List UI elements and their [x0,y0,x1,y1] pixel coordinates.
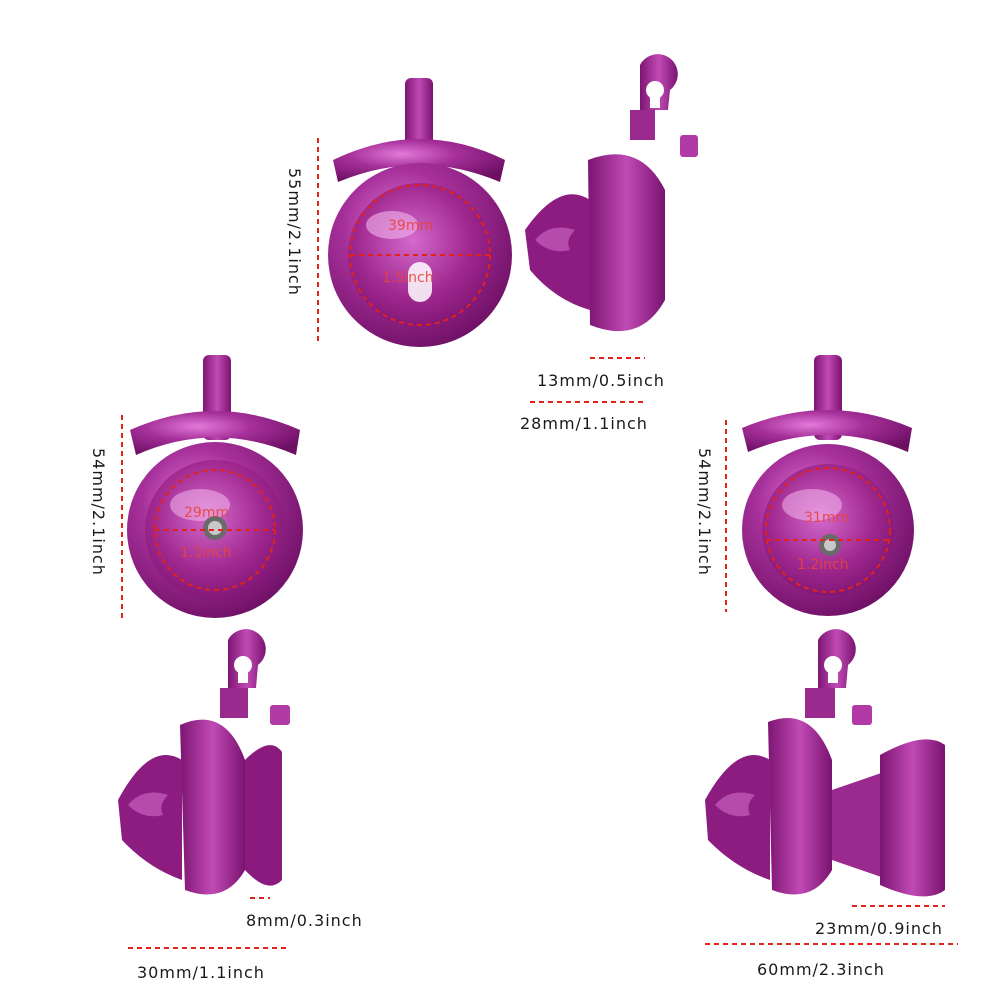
large-front-view [725,355,914,616]
large-front-inner-mm-label: 31mm [804,510,850,526]
medium-front-view [121,355,303,620]
large-front-height-label: 54mm/2.1inch [695,448,714,576]
large-side-depth-b-label: 60mm/2.3inch [757,960,885,979]
medium-side-view [118,629,290,895]
small-front-view [317,78,512,347]
medium-front-inner-mm-label: 29mm [184,505,230,521]
large-front-inner-inch-label: 1.2inch [797,557,849,573]
medium-front-height-label: 54mm/2.1inch [89,448,108,576]
medium-side-depth-b-label: 30mm/1.1inch [137,963,265,982]
small-side-depth-b-label: 28mm/1.1inch [520,414,648,433]
small-front-inner-inch-label: 1.5inch [382,270,434,286]
medium-side-depth-a-label: 8mm/0.3inch [246,911,363,930]
large-side-depth-a-label: 23mm/0.9inch [815,919,943,938]
small-front-inner-mm-label: 39mm [388,218,434,234]
small-front-height-label: 55mm/2.1inch [285,168,304,296]
large-side-view [705,629,945,897]
small-side-depth-a-label: 13mm/0.5inch [537,371,665,390]
small-side-view [525,54,698,332]
medium-front-inner-inch-label: 1.1inch [180,545,232,561]
